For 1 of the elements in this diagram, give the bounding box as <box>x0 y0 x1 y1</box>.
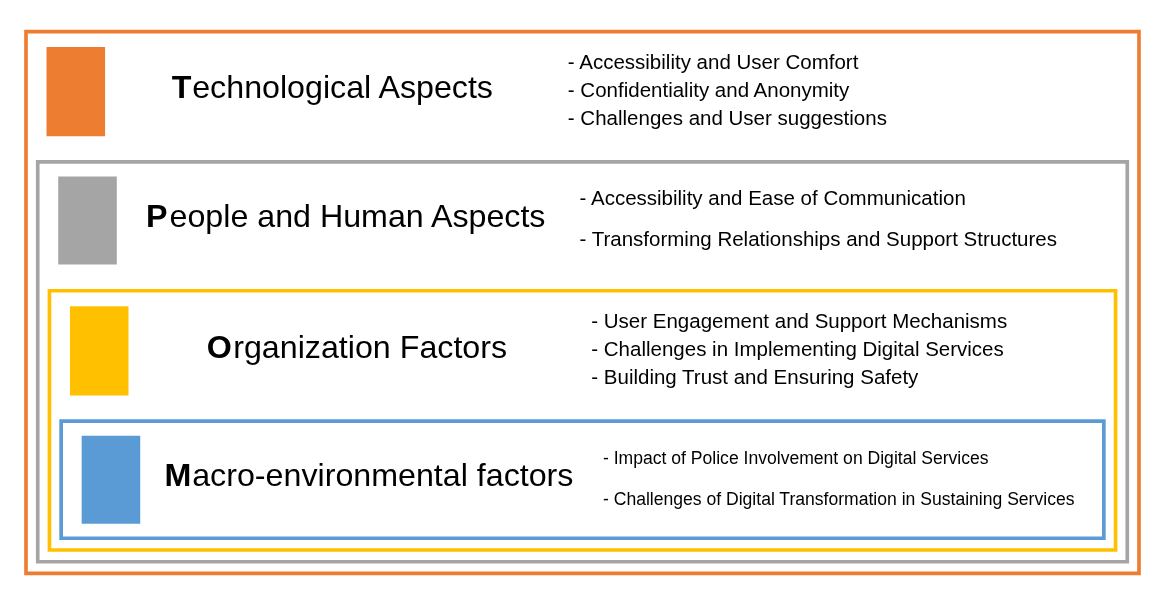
node-box: Macro-environmental factors - Impact of Police Involvement on Digital Services - Challenges of Digital Transformation in Sustaining Services <box>59 418 1106 540</box>
